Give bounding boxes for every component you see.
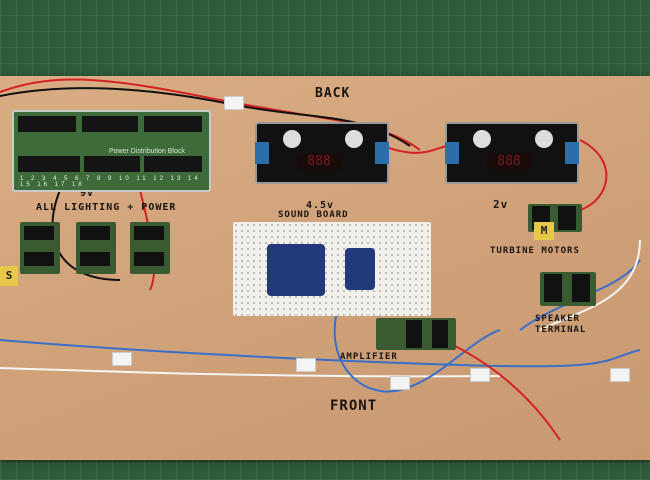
input-terminal	[255, 142, 269, 164]
tag-s: S	[0, 266, 18, 286]
label-back: BACK	[315, 86, 351, 101]
power-distribution-block: Power Distribution Block 1 2 3 4 5 6 7 8…	[12, 110, 211, 192]
output-terminal	[565, 142, 579, 164]
buck-converter-2: 888	[445, 122, 579, 184]
terminal-strip	[18, 116, 76, 132]
cable-clip	[470, 368, 490, 382]
capacitor	[283, 130, 301, 148]
label-speaker-terminal: SPEAKER TERMINAL	[535, 314, 587, 335]
terminal-block-speaker	[540, 272, 596, 306]
terminal-strip	[84, 156, 140, 172]
output-terminal	[375, 142, 389, 164]
led-display: 888	[297, 154, 341, 170]
terminal-strip	[82, 116, 138, 132]
cable-clip	[296, 358, 316, 372]
label-front: FRONT	[330, 398, 378, 414]
pdb-numbers: 1 2 3 4 5 6 7 8 9 10 11 12 13 14 15 16 1…	[20, 176, 201, 188]
label-sound-voltage: 4.5v	[306, 200, 335, 211]
capacitor	[473, 130, 491, 148]
amplifier-board	[376, 318, 456, 350]
label-motor-voltage: 2v	[493, 198, 509, 211]
amp-module	[345, 248, 375, 290]
terminal-block-lighting-3	[130, 222, 170, 274]
terminal-strip	[144, 156, 202, 172]
breadboard	[233, 222, 431, 316]
input-terminal	[445, 142, 459, 164]
terminal-strip	[144, 116, 202, 132]
terminal-block-lighting-1	[20, 222, 60, 274]
capacitor	[345, 130, 363, 148]
buck-converter-1: 888	[255, 122, 389, 184]
tag-m: M	[534, 222, 554, 240]
cable-clip	[112, 352, 132, 366]
label-lighting-voltage: 9v	[80, 188, 95, 199]
capacitor	[535, 130, 553, 148]
terminal-block-lighting-2	[76, 222, 116, 274]
sound-board-module	[267, 244, 325, 296]
led-display: 888	[487, 154, 531, 170]
terminal-strip	[18, 156, 80, 172]
label-lighting: ALL LIGHTING + POWER	[36, 202, 177, 213]
label-amplifier: AMPLIFIER	[340, 352, 398, 362]
cable-clip	[390, 376, 410, 390]
pdb-title: Power Distribution Block	[109, 148, 185, 155]
label-turbine-motors: TURBINE MOTORS	[490, 246, 580, 256]
cable-clip	[610, 368, 630, 382]
cable-clip	[224, 96, 244, 110]
label-sound-board: SOUND BOARD	[278, 210, 349, 220]
